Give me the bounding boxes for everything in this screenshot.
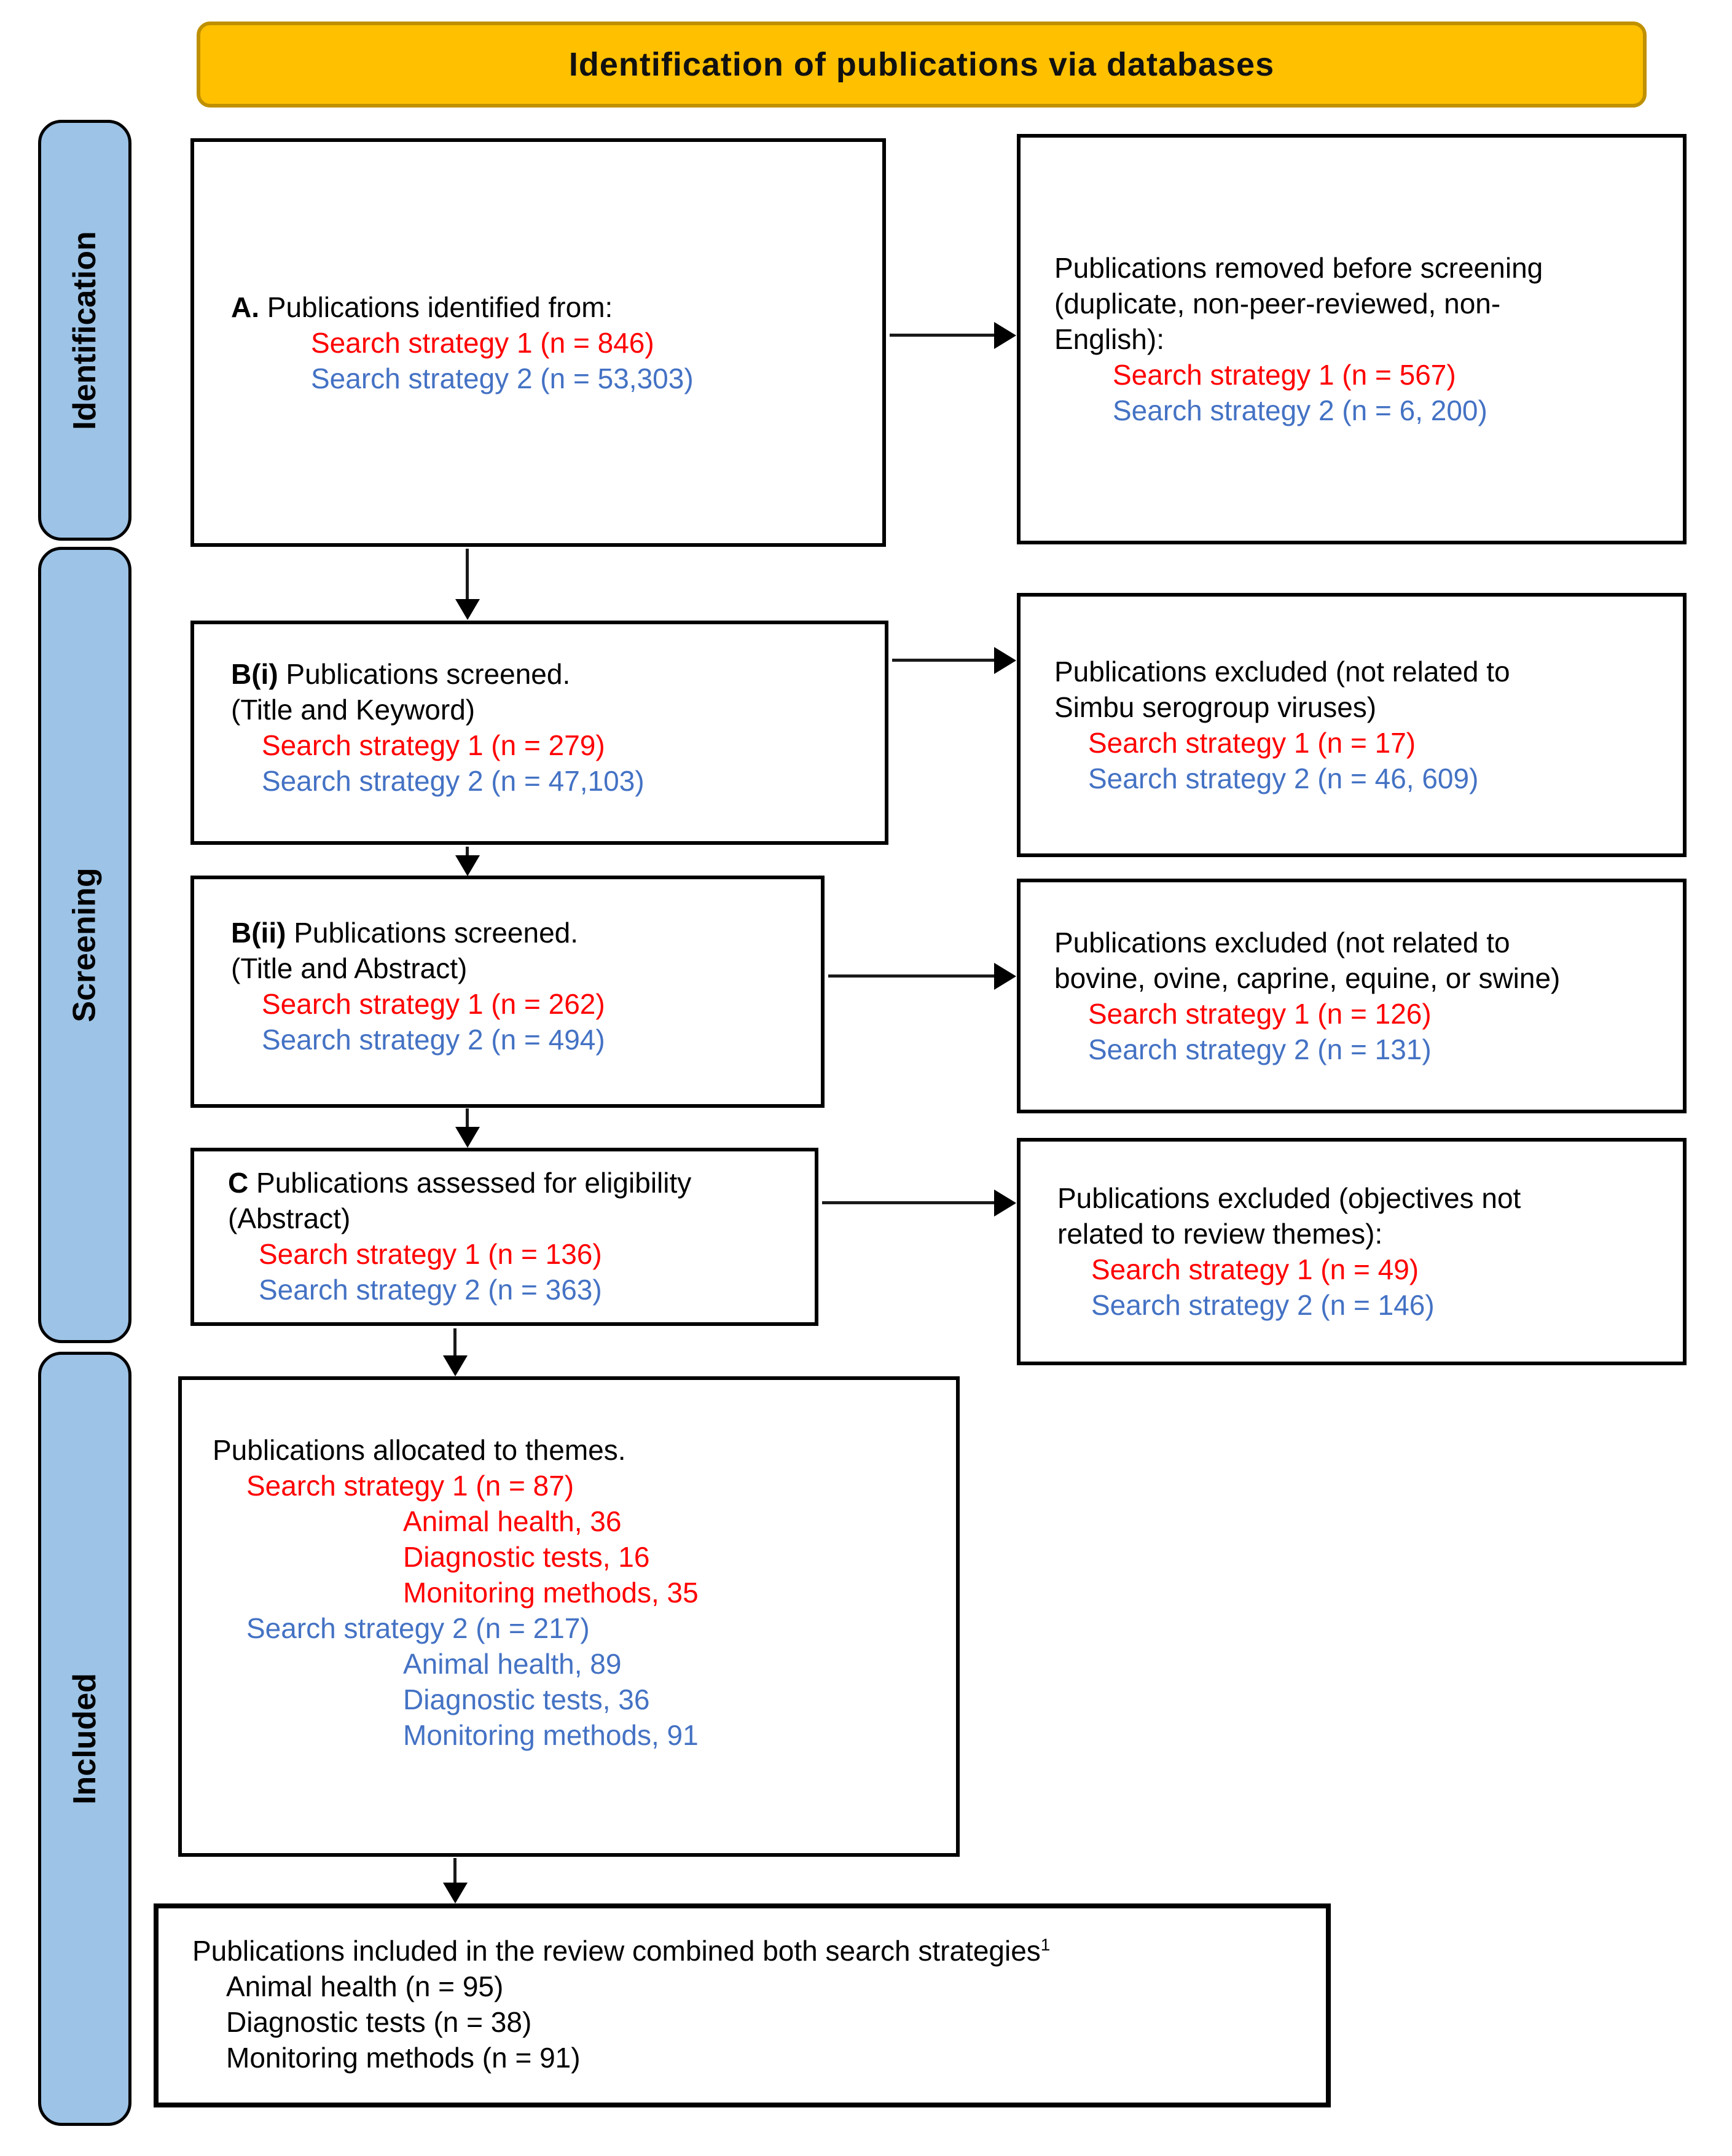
stage-screening-label: Screening — [67, 868, 103, 1022]
stage-identification: Identification — [38, 120, 131, 541]
arrow-identified-to-keyword — [466, 549, 469, 599]
arrow-themes-to-included — [453, 1858, 457, 1883]
box-screened-abstract-subtitle: (Title and Abstract) — [231, 952, 468, 984]
box-eligibility-strategy1: Search strategy 1 (n = 136) — [259, 1238, 602, 1270]
box-excluded-objectives-line2: related to review themes): — [1057, 1218, 1383, 1250]
box-screened-abstract: B(ii) Publications screened. (Title and … — [190, 876, 825, 1108]
box-excluded-objectives-strategy1: Search strategy 1 (n = 49) — [1091, 1253, 1419, 1285]
arrow-abstract-to-eligibility — [466, 1108, 469, 1127]
stage-screening: Screening — [38, 547, 131, 1343]
box-identified-prefix: A. — [231, 291, 259, 323]
arrow-keyword-to-abstract — [466, 847, 469, 855]
box-removed-line2: (duplicate, non-peer-reviewed, non- — [1054, 288, 1501, 319]
box-excluded-simbu: Publications excluded (not related to Si… — [1017, 593, 1687, 857]
box-eligibility-subtitle: (Abstract) — [228, 1202, 351, 1234]
box-removed-line3: English): — [1054, 323, 1164, 355]
box-excluded-objectives: Publications excluded (objectives not re… — [1017, 1138, 1687, 1365]
box-identified-title-line: A. Publications identified from: — [231, 289, 882, 325]
box-eligibility-title-line: C Publications assessed for eligibility — [228, 1165, 802, 1201]
box-identified-strategy1: Search strategy 1 (n = 846) — [311, 326, 654, 359]
arrow-abstract-to-excluded-species — [828, 974, 994, 978]
box-removed-line1: Publications removed before screening — [1054, 252, 1543, 284]
box-included-animal-health: Animal health (n = 95) — [226, 1970, 504, 2002]
box-themes-strategy2: Search strategy 2 (n = 217) — [246, 1612, 590, 1644]
box-removed-strategy1: Search strategy 1 (n = 567) — [1113, 359, 1456, 391]
box-included-title: Publications included in the review comb… — [192, 1935, 1041, 1967]
box-themes-s1-animal-health: Animal health, 36 — [403, 1505, 622, 1537]
box-screened-abstract-title-line: B(ii) Publications screened. — [231, 915, 802, 951]
box-excluded-simbu-line1: Publications excluded (not related to — [1054, 656, 1510, 688]
box-excluded-simbu-line2: Simbu serogroup viruses) — [1054, 691, 1377, 723]
box-themes-title: Publications allocated to themes. — [213, 1434, 626, 1466]
box-themes-s1-monitoring-methods: Monitoring methods, 35 — [403, 1577, 699, 1609]
box-themes-s2-monitoring-methods: Monitoring methods, 91 — [403, 1719, 699, 1751]
box-screened-keyword-strategy1: Search strategy 1 (n = 279) — [262, 729, 605, 761]
box-included-title-line: Publications included in the review comb… — [192, 1933, 1314, 1969]
box-themes-s2-animal-health: Animal health, 89 — [403, 1648, 622, 1680]
box-screened-abstract-strategy1: Search strategy 1 (n = 262) — [262, 988, 605, 1020]
box-screened-keyword-title: Publications screened. — [278, 658, 571, 690]
box-screened-abstract-strategy2: Search strategy 2 (n = 494) — [262, 1024, 605, 1056]
diagram-title: Identification of publications via datab… — [568, 46, 1275, 83]
box-themes: Publications allocated to themes. Search… — [178, 1376, 960, 1857]
arrow-eligibility-to-excluded-objectives — [822, 1201, 994, 1204]
box-publications-identified: A. Publications identified from: Search … — [190, 138, 886, 547]
box-eligibility-prefix: C — [228, 1167, 249, 1199]
box-eligibility: C Publications assessed for eligibility … — [190, 1148, 818, 1326]
box-screened-keyword: B(i) Publications screened. (Title and K… — [190, 621, 888, 845]
box-excluded-species-line1: Publications excluded (not related to — [1054, 927, 1510, 958]
box-screened-keyword-title-line: B(i) Publications screened. — [231, 656, 866, 692]
box-excluded-species-strategy2: Search strategy 2 (n = 131) — [1088, 1033, 1432, 1065]
box-screened-keyword-strategy2: Search strategy 2 (n = 47,103) — [262, 765, 645, 797]
stage-identification-label: Identification — [67, 230, 103, 430]
box-identified-strategy2: Search strategy 2 (n = 53,303) — [311, 362, 694, 394]
box-excluded-simbu-strategy1: Search strategy 1 (n = 17) — [1088, 727, 1416, 759]
box-themes-s2-diagnostic-tests: Diagnostic tests, 36 — [403, 1684, 650, 1715]
box-included-review: Publications included in the review comb… — [154, 1903, 1331, 2107]
box-excluded-species: Publications excluded (not related to bo… — [1017, 879, 1687, 1113]
arrow-identified-to-removed — [890, 334, 994, 337]
box-included-footnote-marker: 1 — [1040, 1935, 1051, 1954]
box-screened-abstract-title: Publications screened. — [286, 917, 579, 949]
box-included-monitoring-methods: Monitoring methods (n = 91) — [226, 2042, 581, 2074]
box-screened-keyword-subtitle: (Title and Keyword) — [231, 694, 476, 726]
box-publications-removed: Publications removed before screening (d… — [1017, 134, 1687, 544]
box-included-diagnostic-tests: Diagnostic tests (n = 38) — [226, 2006, 532, 2038]
arrow-keyword-to-excluded-simbu — [892, 659, 994, 662]
box-excluded-objectives-strategy2: Search strategy 2 (n = 146) — [1091, 1289, 1435, 1321]
arrow-eligibility-to-themes — [453, 1328, 457, 1355]
box-identified-title: Publications identified from: — [259, 291, 613, 323]
box-eligibility-title: Publications assessed for eligibility — [248, 1167, 692, 1199]
box-screened-keyword-prefix: B(i) — [231, 658, 278, 690]
box-themes-s1-diagnostic-tests: Diagnostic tests, 16 — [403, 1541, 650, 1573]
box-excluded-species-line2: bovine, ovine, caprine, equine, or swine… — [1054, 962, 1561, 994]
stage-included-label: Included — [67, 1673, 103, 1805]
box-themes-strategy1: Search strategy 1 (n = 87) — [246, 1470, 574, 1502]
box-excluded-simbu-strategy2: Search strategy 2 (n = 46, 609) — [1088, 762, 1479, 794]
header-banner: Identification of publications via datab… — [197, 22, 1647, 108]
box-eligibility-strategy2: Search strategy 2 (n = 363) — [259, 1274, 602, 1306]
box-removed-strategy2: Search strategy 2 (n = 6, 200) — [1113, 394, 1487, 426]
box-excluded-species-strategy1: Search strategy 1 (n = 126) — [1088, 998, 1432, 1030]
stage-included: Included — [38, 1352, 131, 2126]
box-screened-abstract-prefix: B(ii) — [231, 917, 286, 949]
box-excluded-objectives-line1: Publications excluded (objectives not — [1057, 1182, 1521, 1214]
